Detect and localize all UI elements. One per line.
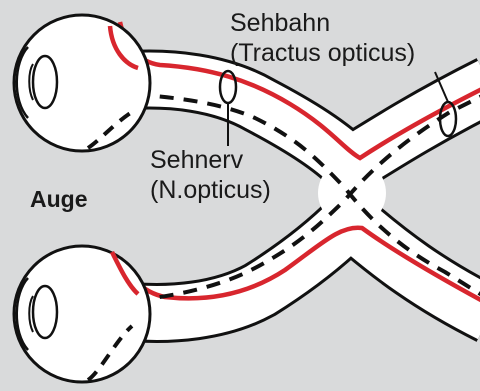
optic-nerve-label-line1: Sehnerv — [150, 145, 271, 175]
eye-label: Auge — [30, 186, 88, 213]
upper-eye — [14, 15, 150, 151]
optic-nerve-label: Sehnerv (N.opticus) — [150, 145, 271, 205]
optic-nerve-label-line2: (N.opticus) — [150, 175, 271, 205]
optic-tract-label-line2: (Tractus opticus) — [230, 38, 415, 68]
optic-tract-label: Sehbahn (Tractus opticus) — [230, 8, 415, 68]
optic-tract-label-line1: Sehbahn — [230, 8, 415, 38]
lower-eye — [14, 246, 150, 382]
